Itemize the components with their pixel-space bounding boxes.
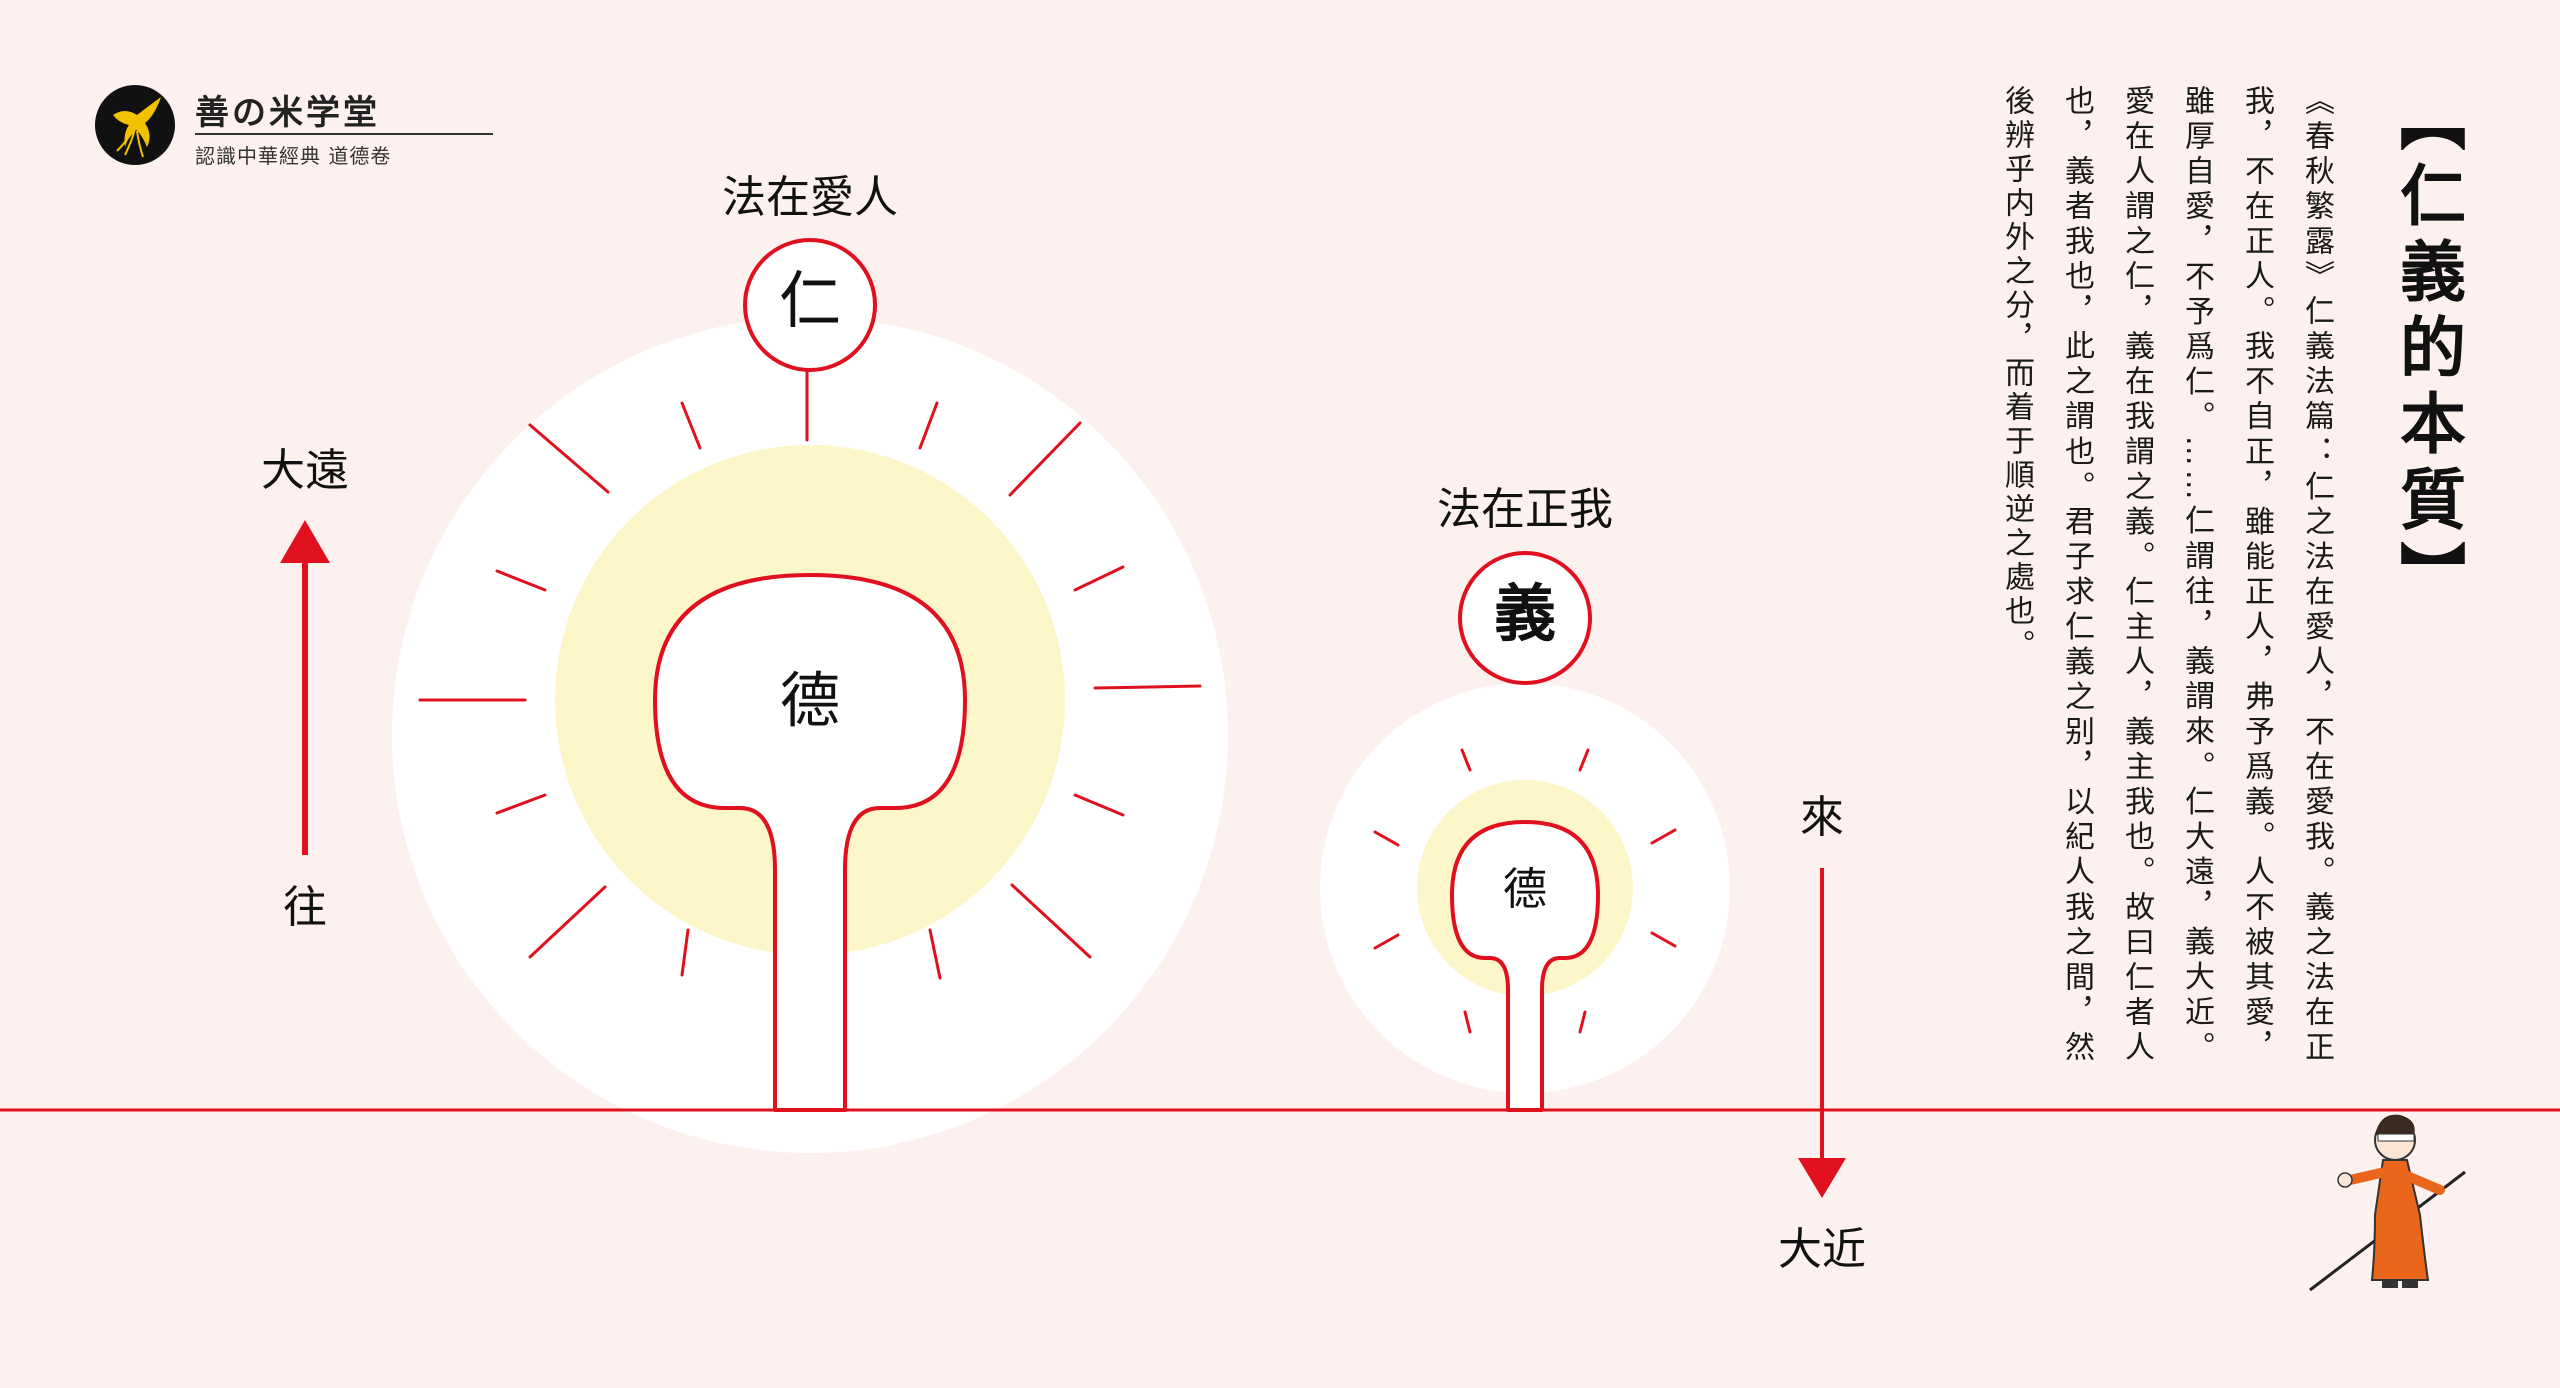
arrow-down: 來 大近 (1778, 792, 1866, 1275)
right-figure: 德 義 法在正我 (1320, 484, 1730, 1112)
ray (495, 569, 547, 592)
right-caption: 法在正我 (1437, 484, 1613, 535)
figure-shoe (2402, 1280, 2418, 1288)
figure-blindfold (2377, 1133, 2415, 1142)
left-figure: 德 仁 法在愛人 (392, 172, 1228, 1153)
right-stem-head (1450, 820, 1600, 1112)
left-rays (418, 368, 1202, 980)
ray (1578, 748, 1590, 772)
ren-label: 仁 (779, 264, 841, 337)
logo-bird-icon (95, 85, 175, 165)
yi-circle (1458, 551, 1592, 685)
left-caption: 法在愛人 (722, 172, 898, 223)
yi-label: 義 (1494, 577, 1556, 650)
ray (1093, 684, 1202, 690)
ray (1373, 933, 1400, 950)
ray (1650, 931, 1677, 948)
right-core-label: 德 (1503, 864, 1547, 915)
left-core-label: 德 (780, 667, 840, 737)
logo-subtitle: 認識中華經典 道德卷 (195, 144, 392, 168)
arrow-down-top-label: 來 (1800, 792, 1844, 843)
logo-name: 善の米学堂 (195, 93, 380, 133)
arrow-down-head (1798, 1158, 1846, 1198)
ray (928, 928, 942, 980)
ray (1578, 1010, 1587, 1034)
ray (1008, 421, 1082, 497)
ray (918, 401, 939, 450)
arrow-up: 大遠 往 (261, 445, 349, 933)
ray (495, 793, 547, 815)
arrow-up-top-label: 大遠 (261, 445, 349, 496)
title: 【仁義的本質】 (2389, 85, 2466, 617)
figure-hair (2375, 1114, 2415, 1135)
logo-divider (195, 133, 493, 135)
body-text: 《春秋繁露》仁義法篇：仁之法在愛人，不在愛我。義之法在正我，不在正人。我不自正，… (1999, 85, 2334, 1065)
figure-arm (2345, 1167, 2445, 1195)
ray (680, 928, 690, 977)
ray (1463, 1010, 1472, 1034)
arrow-up-bottom-label: 往 (283, 882, 327, 933)
tightrope-figure-illustration (2309, 1114, 2466, 1292)
left-stem-head (653, 573, 967, 1112)
ray (680, 401, 702, 450)
ray (1010, 883, 1092, 959)
logo: 善の米学堂 認識中華經典 道德卷 (95, 85, 493, 168)
figure-hand (2337, 1172, 2353, 1188)
ray (528, 423, 610, 494)
arrow-down-bottom-label: 大近 (1778, 1224, 1866, 1275)
arrow-up-head (280, 520, 330, 563)
figure-shoe (2382, 1280, 2398, 1288)
figure-robe (2370, 1159, 2430, 1281)
text-block: 【仁義的本質】 《春秋繁露》仁義法篇：仁之法在愛人，不在愛我。義之法在正我，不在… (1986, 85, 2466, 1065)
ray (1073, 793, 1125, 817)
ren-circle (743, 238, 877, 372)
ray (1073, 565, 1125, 592)
right-rays (1373, 748, 1677, 1034)
ray (1373, 830, 1400, 847)
ray (1460, 748, 1472, 772)
ray (528, 885, 607, 959)
ray (1650, 828, 1677, 845)
